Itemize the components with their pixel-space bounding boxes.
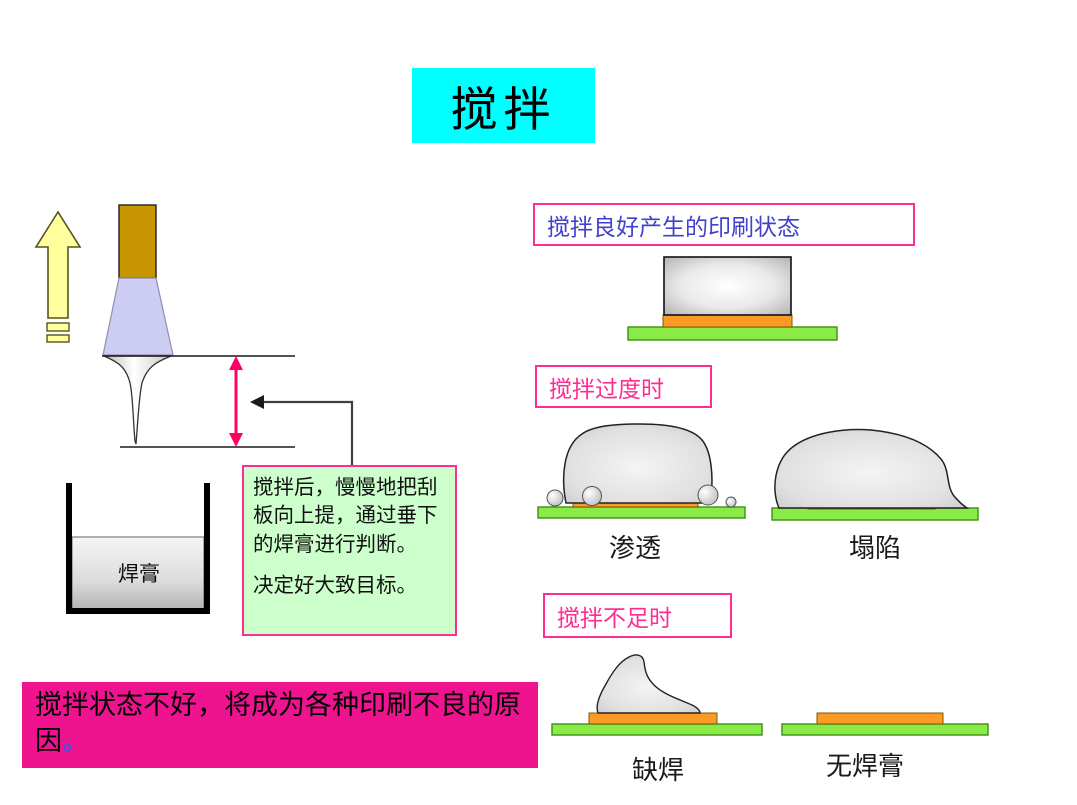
pcb-strip-missing	[551, 723, 763, 736]
defect-label-missing: 缺焊	[631, 756, 684, 785]
measure-arrow-icon	[229, 356, 243, 447]
warning-note-box: 搅拌状态不好，将成为各种印刷不良的原因。	[22, 682, 538, 768]
paste-fill	[71, 536, 205, 611]
under-stirred-header-box: 搅拌不足时	[543, 593, 732, 638]
pcb-strip-collapse	[771, 507, 979, 521]
pad-missing	[588, 712, 718, 725]
under-stirred-header-label: 搅拌不足时	[557, 605, 672, 631]
paste-drip	[103, 355, 172, 445]
warning-note-text: 搅拌状态不好，将成为各种印刷不良的原因	[35, 690, 521, 756]
defect-label-collapse: 塌陷	[848, 534, 901, 563]
solder-ball	[697, 484, 719, 506]
pcb-strip-seepage	[537, 506, 746, 519]
judgement-callout-box: 搅拌后，慢慢地把刮板向上提，通过垂下的焊膏进行判断。 决定好大致目标。	[242, 465, 457, 636]
up-arrow-dash-1	[46, 322, 70, 332]
solder-ball	[546, 489, 564, 507]
defect-label-none: 无焊膏	[825, 752, 904, 781]
solder-ball	[725, 496, 737, 508]
slide-title: 搅拌	[412, 68, 595, 143]
pcb-strip-none	[781, 723, 989, 736]
good-state-header-box: 搅拌良好产生的印刷状态	[533, 203, 915, 246]
pad-none	[816, 712, 944, 725]
up-arrow-icon	[34, 210, 82, 319]
solder-ball	[582, 486, 602, 506]
paste-blob-seepage	[562, 423, 713, 504]
callout-pointer-arrow-icon	[250, 395, 354, 466]
warning-note-period: 。	[62, 725, 89, 756]
up-arrow-dash-2	[46, 334, 70, 343]
squeegee-handle	[118, 204, 157, 279]
paste-block-good	[663, 256, 792, 316]
callout-paragraph-2: 决定好大致目标。	[253, 574, 417, 597]
defect-label-seepage: 渗透	[608, 534, 661, 563]
over-stirred-header-label: 搅拌过度时	[549, 376, 664, 402]
callout-paragraph-1: 搅拌后，慢慢地把刮板向上提，通过垂下的焊膏进行判断。	[253, 477, 438, 556]
pad-good	[662, 314, 793, 328]
squeegee-blade	[102, 277, 174, 356]
over-stirred-header-box: 搅拌过度时	[535, 365, 712, 408]
paste-blob-missing	[596, 654, 701, 714]
good-state-header-label: 搅拌良好产生的印刷状态	[547, 214, 800, 240]
paste-blob-collapse	[774, 428, 970, 509]
pcb-strip-good	[627, 326, 838, 341]
paste-container	[66, 483, 210, 614]
solder-paste-label: 焊膏	[118, 562, 160, 586]
